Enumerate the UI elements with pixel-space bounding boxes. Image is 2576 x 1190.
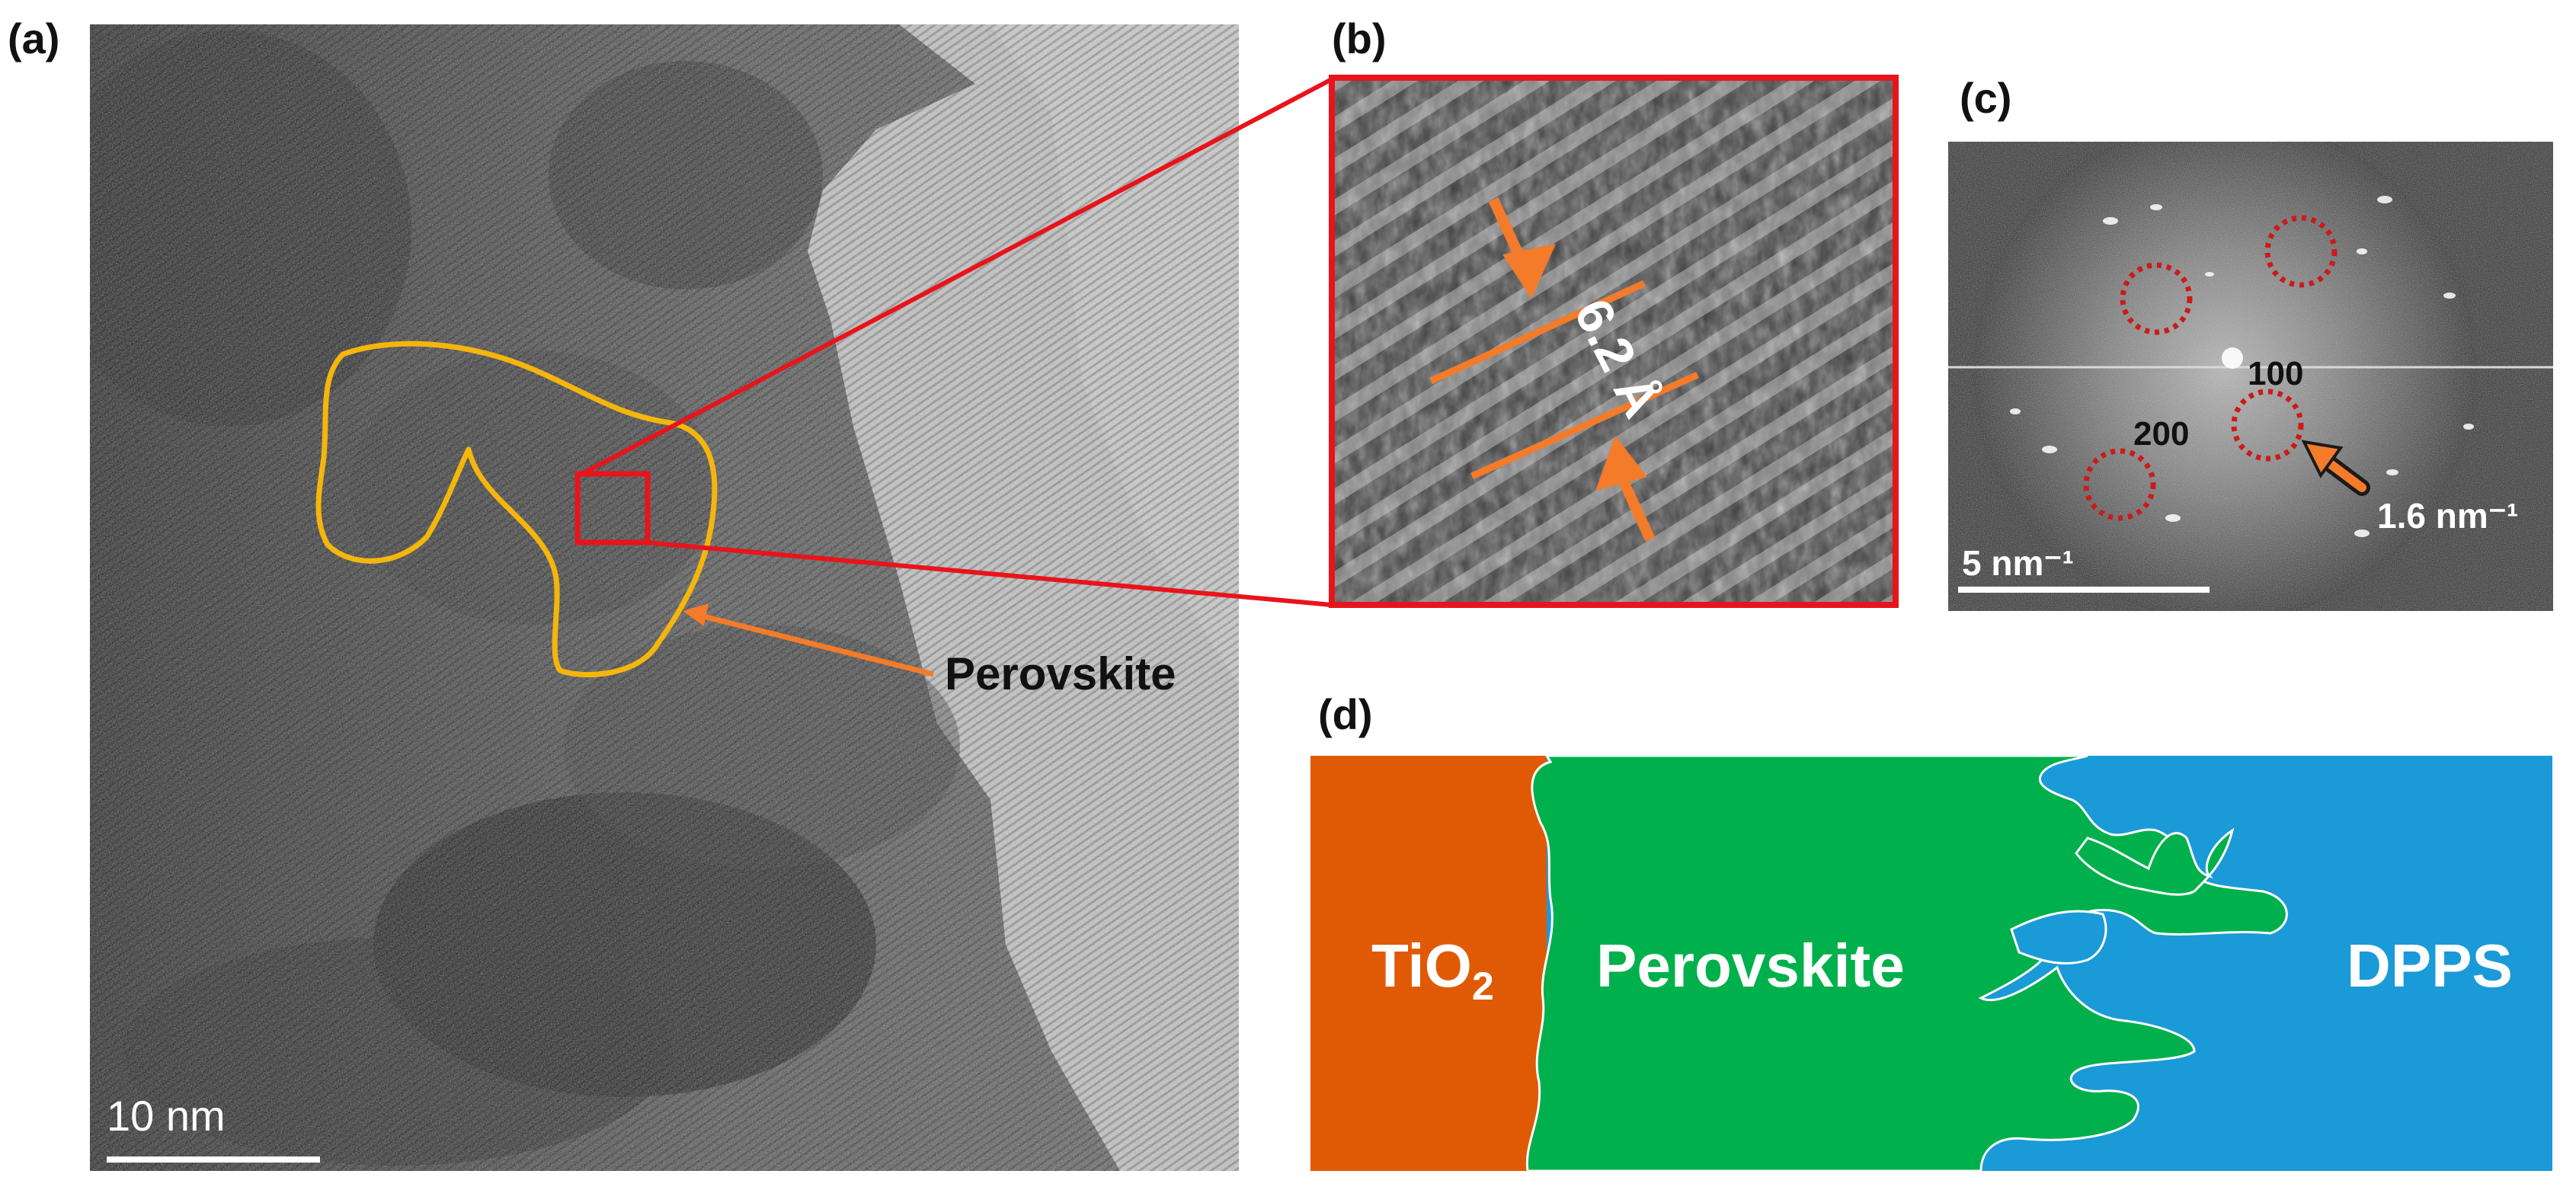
perovskite-annotation-label: Perovskite: [945, 648, 1176, 699]
perovskite-pointer-arrow: [683, 603, 934, 677]
scale-bar-a-label: 10 nm: [107, 1092, 226, 1140]
fringe-line-1: [1429, 280, 1646, 385]
spacing-arrow-top: [1488, 197, 1556, 299]
scale-bar-a: [107, 1156, 320, 1163]
zoom-line-top: [578, 77, 1333, 478]
hrtem-image-b: [1332, 78, 1896, 605]
panel-label-d: (d): [1318, 690, 1373, 738]
dpps-layer-label: DPPS: [2347, 932, 2513, 1000]
ring-100: [2231, 389, 2304, 462]
tio2-label: TiO2: [1371, 931, 1494, 1009]
schematic-d: [1310, 754, 2552, 1172]
fft-image-c: [1948, 142, 2553, 611]
zoom-box: [574, 471, 651, 545]
spot-label-100: 100: [2248, 355, 2304, 392]
tio2-label-main: TiO: [1371, 932, 1472, 1000]
spacing-arrow-bottom: [1595, 436, 1656, 542]
diffraction-rings: [2083, 215, 2338, 521]
scale-bar-c: [1958, 587, 2210, 593]
fringe-line-2: [1470, 371, 1699, 480]
ring-200: [2083, 448, 2156, 521]
zoom-line-bottom: [645, 540, 1333, 607]
panel-label-c: (c): [1960, 74, 2012, 122]
tio2-label-subscript: 2: [1471, 964, 1494, 1009]
tio2-layer: [1310, 756, 1547, 1171]
perovskite-layer-label: Perovskite: [1596, 932, 1905, 1000]
panel-b-frame: [1329, 75, 1899, 608]
scale-bar-c-label: 5 nm⁻¹: [1962, 543, 2074, 583]
perovskite-outline: [315, 341, 718, 678]
panel-label-a: (a): [8, 14, 60, 62]
reciprocal-arrow: [2301, 440, 2370, 496]
reciprocal-distance-label: 1.6 nm⁻¹: [2377, 496, 2519, 536]
panel-label-b: (b): [1332, 14, 1387, 62]
ring-upper-left: [2120, 262, 2193, 335]
tem-image-a: [90, 24, 1239, 1171]
ring-upper-right: [2264, 215, 2338, 288]
spot-label-200: 200: [2133, 415, 2190, 453]
